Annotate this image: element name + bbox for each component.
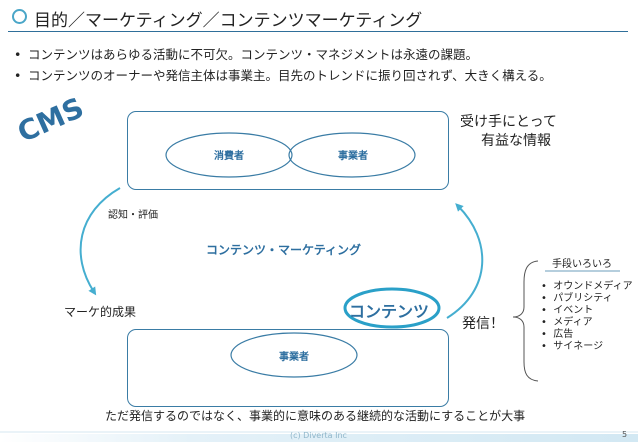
bullet-dot-icon: • [541,341,554,352]
consumer-label: 消費者 [214,151,244,162]
page-title: 目的／マーケティング／コンテンツマーケティング [34,11,423,31]
conclusion-text: ただ発信するのではなく、事業的に意味のある継続的な活動にすることが大事 [105,409,526,423]
footer-bar [0,434,638,442]
bullet-text: コンテンツはあらゆる活動に不可欠。コンテンツ・マネジメントは永遠の課題。 [28,47,479,62]
business-circle-bottom [230,332,358,378]
method-item: • オウンドメディア [541,281,633,292]
receiver-label-line1: 受け手にとって [460,114,557,130]
business-label-bottom: 事業者 [279,352,309,363]
result-label: マーケ的成果 [64,305,137,319]
bullet-dot-icon: • [541,317,554,328]
bullet-dot-icon: • [541,329,554,340]
center-label: コンテンツ・マーケティング [206,243,362,257]
content-label: コンテンツ [349,302,430,321]
content-highlight-ring [343,287,441,329]
page-number: 5 [622,430,628,439]
bullet-dot-icon: • [541,293,554,304]
bullet-item: • コンテンツのオーナーや発信主体は事業主。目先のトレンドに振り回されず、大きく構… [14,65,552,86]
consumer-circle [165,132,293,178]
business-circle-top [288,132,416,178]
method-item: • パブリシティ [541,293,613,304]
method-item: • サイネージ [541,341,604,352]
bullet-list: • コンテンツはあらゆる活動に不可欠。コンテンツ・マネジメントは永遠の課題。 • コ… [14,44,552,86]
left-cycle-arrow [79,187,121,296]
bullet-dot-icon: • [14,68,22,83]
methods-list: • オウンドメディア • パブリシティ • イベント • メディア • 広告 •… [541,281,633,353]
bullet-item: • コンテンツはあらゆる活動に不可欠。コンテンツ・マネジメントは永遠の課題。 [14,44,552,65]
methods-bracket [512,260,539,382]
top-box [127,111,449,190]
method-item: • 広告 [541,329,574,340]
recognition-label: 認知・評価 [108,210,158,221]
bullet-text: コンテンツのオーナーや発信主体は事業主。目先のトレンドに振り回されず、大きく構え… [28,68,552,83]
right-cycle-arrow [446,203,484,319]
method-item: • イベント [541,305,594,316]
copyright-text: (c) Diverta Inc [290,431,347,440]
bullet-dot-icon: • [541,281,554,292]
title-marker-icon [12,9,27,24]
method-item: • メディア [541,317,593,328]
send-label: 発信！ [462,316,504,332]
bullet-dot-icon: • [541,305,554,316]
title-divider [8,31,628,32]
bullet-dot-icon: • [14,47,22,62]
methods-title: 手段いろいろ [552,259,612,270]
business-label-top: 事業者 [338,151,368,162]
receiver-label-line2: 有益な情報 [481,133,551,149]
bottom-box [127,329,449,407]
